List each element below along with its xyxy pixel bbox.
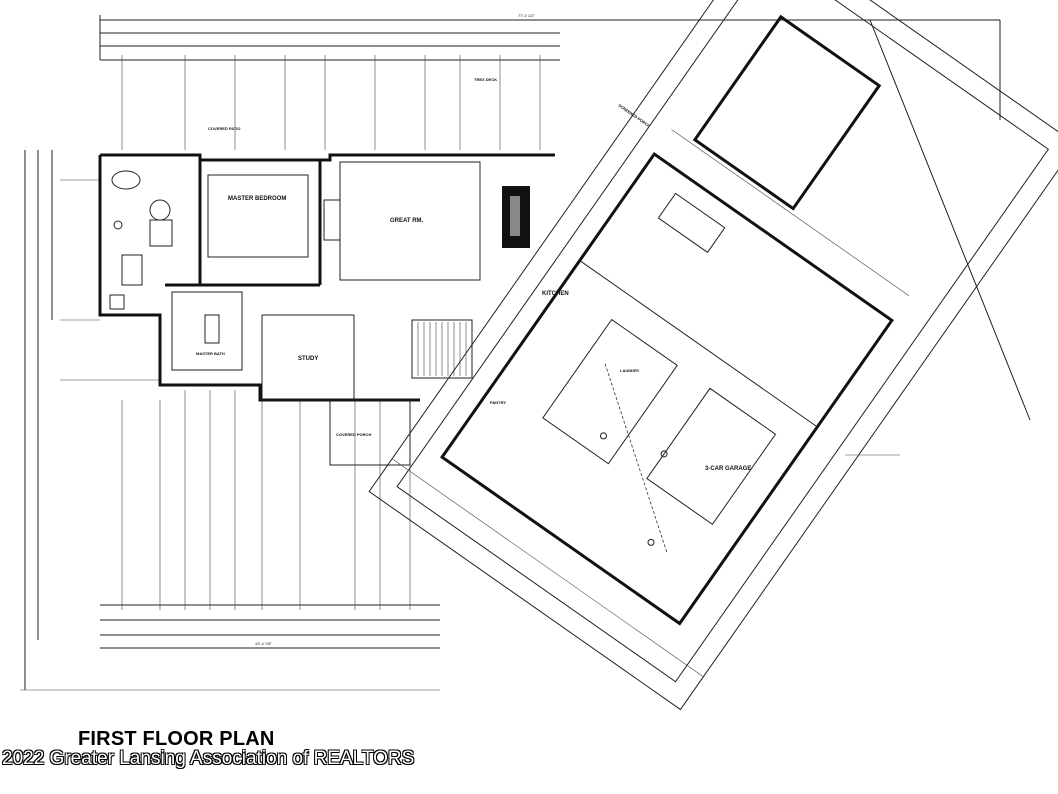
room-label-great-rm: GREAT RM. [390,218,424,224]
dim-overall-bottom: 43'-4 7/8" [255,641,272,646]
room-label-covered-porch: COVERED PORCH [336,432,371,437]
copyright-watermark: 2022 Greater Lansing Association of REAL… [2,748,415,769]
angled-wing [368,0,1058,711]
dimension-lines [20,15,1000,691]
room-label-garage: 3-CAR GARAGE [705,466,751,472]
room-label-study: STUDY [298,356,318,362]
room-label-screened-porch: SCREENED PORCH [617,103,651,129]
room-label-covered-patio: COVERED PATIO [208,126,241,131]
room-label-pantry: PANTRY [490,400,506,405]
room-label-kitchen: KITCHEN [542,291,569,297]
house-walls [98,153,555,466]
room-label-master-bedroom: MASTER BEDROOM [228,196,286,202]
stair-treads [417,322,467,376]
room-label-master-bath: MASTER BATH [196,351,225,356]
room-label-laundry: LAUNDRY [620,368,640,373]
plan-title: FIRST FLOOR PLAN [78,728,275,750]
room-label-trex-deck: TREX DECK [474,77,497,82]
room-labels: MASTER BEDROOM GREAT RM. KITCHEN STUDY M… [196,13,751,646]
dim-overall-top: 77'-0 1/2" [518,13,535,18]
